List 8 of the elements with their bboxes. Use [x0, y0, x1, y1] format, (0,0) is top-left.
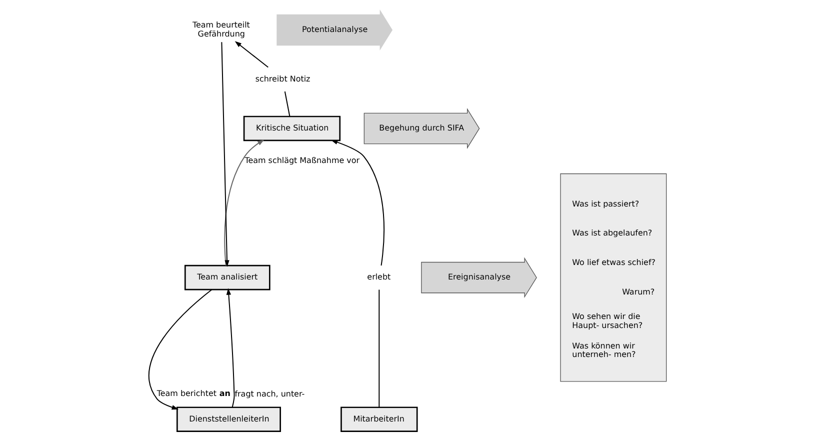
connector — [284, 91, 290, 117]
arrow — [148, 289, 212, 410]
arrow — [226, 288, 235, 408]
arrow — [224, 140, 264, 266]
arrow — [330, 140, 384, 266]
arrow — [221, 42, 230, 267]
arrow — [234, 41, 269, 68]
connector — [378, 289, 380, 408]
